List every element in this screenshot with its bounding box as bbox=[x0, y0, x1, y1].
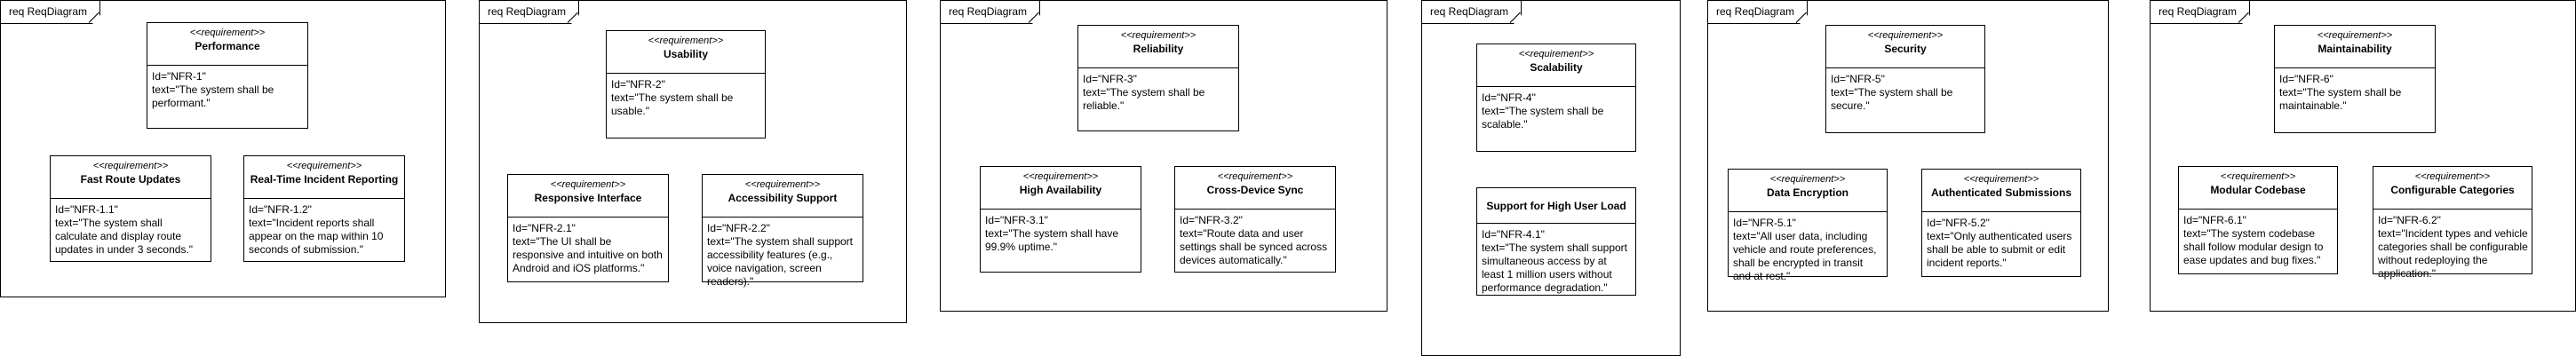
stereotype-label: <<requirement>> bbox=[2220, 171, 2296, 182]
requirement-id: Id="NFR-1" bbox=[152, 70, 206, 83]
requirement-name: Reliability bbox=[1133, 43, 1184, 55]
requirement-id: Id="NFR-2.2" bbox=[707, 222, 770, 234]
requirement-high-availability[interactable]: <<requirement>> High Availability Id="NFR… bbox=[980, 166, 1141, 273]
frame-tab: req ReqDiagram bbox=[1, 1, 100, 24]
requirement-id: Id="NFR-6" bbox=[2279, 73, 2334, 85]
requirement-id: Id="NFR-3" bbox=[1083, 73, 1137, 85]
requirement-name: Real-Time Incident Reporting bbox=[250, 173, 399, 186]
requirement-text: text="The system shall calculate and dis… bbox=[55, 217, 194, 256]
requirement-text: text="The system shall be secure." bbox=[1831, 86, 1956, 112]
frame-tab: req ReqDiagram bbox=[2151, 1, 2250, 24]
requirement-data-encryption[interactable]: <<requirement>>Data Encryption Id="NFR-5… bbox=[1728, 169, 1888, 282]
requirement-name: Security bbox=[1884, 43, 1927, 55]
stereotype-label: <<requirement>> bbox=[1120, 30, 1197, 41]
requirement-name: Performance bbox=[195, 40, 260, 52]
requirement-id: Id="NFR-6.2" bbox=[2378, 214, 2441, 226]
requirement-name: Usability bbox=[663, 48, 708, 60]
diagram-frame-maintainability: req ReqDiagram <<requirement>> Maintainab… bbox=[2150, 0, 2576, 312]
requirement-text: text="The UI shall be responsive and int… bbox=[513, 235, 665, 274]
requirement-text: text="Incident types and vehicle categor… bbox=[2378, 227, 2532, 280]
requirement-performance[interactable]: <<requirement>> Performance Id="NFR-1"tex… bbox=[147, 22, 308, 129]
requirement-text: text="Incident reports shall appear on t… bbox=[249, 217, 386, 256]
stereotype-label: <<requirement>> bbox=[92, 161, 169, 171]
requirement-name: Data Encryption bbox=[1766, 186, 1849, 199]
frame-tab: req ReqDiagram bbox=[480, 1, 579, 24]
stereotype-label: <<requirement>> bbox=[286, 161, 362, 171]
requirement-authenticated-submissions[interactable]: <<requirement>>Authenticated Submissions… bbox=[1921, 169, 2081, 277]
requirement-id: Id="NFR-2.1" bbox=[513, 222, 576, 234]
requirement-reliability[interactable]: <<requirement>> Reliability Id="NFR-3"tex… bbox=[1077, 25, 1239, 131]
requirement-name: Configurable Categories bbox=[2390, 184, 2515, 196]
diagram-frame-reliability: req ReqDiagram <<requirement>> Reliabilit… bbox=[940, 0, 1387, 312]
requirement-support-for-high-user-load[interactable]: Support for High User Load Id="NFR-4.1"t… bbox=[1476, 187, 1636, 296]
requirement-id: Id="NFR-1.2" bbox=[249, 203, 312, 216]
requirement-text: text="The system shall have 99.9% uptime… bbox=[985, 227, 1122, 253]
requirement-id: Id="NFR-5" bbox=[1831, 73, 1885, 85]
requirement-id: Id="NFR-3.1" bbox=[985, 214, 1048, 226]
requirement-id: Id="NFR-2" bbox=[611, 78, 665, 91]
frame-tab: req ReqDiagram bbox=[1422, 1, 1522, 24]
requirement-name: Support for High User Load bbox=[1486, 200, 1626, 212]
requirement-responsive-interface[interactable]: <<requirement>> Responsive Interface Id="… bbox=[507, 174, 669, 282]
diagram-frame-scalability: req ReqDiagram <<requirement>> Scalabilit… bbox=[1421, 0, 1681, 356]
requirement-name: Fast Route Updates bbox=[80, 173, 181, 186]
stereotype-label: <<requirement>> bbox=[648, 36, 724, 46]
requirement-text: text="The system shall be usable." bbox=[611, 91, 736, 117]
requirement-text: text="The system shall be scalable." bbox=[1482, 105, 1607, 131]
frame-tab: req ReqDiagram bbox=[1708, 1, 1808, 24]
stereotype-label: <<requirement>> bbox=[550, 179, 626, 190]
requirement-text: text="The system shall be maintainable." bbox=[2279, 86, 2405, 112]
requirement-name: Scalability bbox=[1530, 61, 1583, 74]
stereotype-label: <<requirement>> bbox=[1867, 30, 1944, 41]
requirement-accessibility-support[interactable]: <<requirement>> Accessibility Support Id=… bbox=[702, 174, 863, 288]
requirement-text: text="The system shall be performant." bbox=[152, 83, 277, 109]
requirement-name: Modular Codebase bbox=[2210, 184, 2306, 196]
requirement-text: text="The system shall support accessibi… bbox=[707, 235, 856, 288]
requirement-name: Accessibility Support bbox=[727, 192, 838, 204]
requirement-modular-codebase[interactable]: <<requirement>> Modular Codebase Id="NFR-… bbox=[2178, 166, 2338, 274]
requirement-text: text="Only authenticated users shall be … bbox=[1927, 230, 2075, 269]
requirement-text: text="Route data and user settings shall… bbox=[1180, 227, 1331, 266]
requirement-id: Id="NFR-4.1" bbox=[1482, 228, 1545, 241]
stereotype-label: <<requirement>> bbox=[1022, 171, 1099, 182]
stereotype-label: <<requirement>> bbox=[1769, 174, 1846, 185]
requirement-security[interactable]: <<requirement>> Security Id="NFR-5"text="… bbox=[1825, 25, 1985, 133]
requirement-configurable-categories[interactable]: <<requirement>> Configurable Categories I… bbox=[2373, 166, 2532, 280]
requirement-text: text="All user data, including vehicle a… bbox=[1733, 230, 1880, 282]
requirement-name: High Availability bbox=[1019, 184, 1102, 196]
requirement-fast-route-updates[interactable]: <<requirement>> Fast Route Updates Id="NF… bbox=[50, 155, 211, 262]
stereotype-label: <<requirement>> bbox=[2414, 171, 2491, 182]
requirement-id: Id="NFR-3.2" bbox=[1180, 214, 1243, 226]
diagram-frame-usability: req ReqDiagram <<requirement>> Usability … bbox=[479, 0, 907, 323]
diagram-frame-security: req ReqDiagram <<requirement>> Security I… bbox=[1707, 0, 2109, 312]
requirement-name: Authenticated Submissions bbox=[1930, 186, 2072, 199]
requirement-name: Responsive Interface bbox=[534, 192, 642, 204]
stereotype-label: <<requirement>> bbox=[1963, 174, 2039, 185]
requirement-usability[interactable]: <<requirement>> Usability Id="NFR-2"text=… bbox=[606, 30, 766, 138]
requirement-text: text="The system shall support simultane… bbox=[1482, 241, 1631, 294]
requirement-scalability[interactable]: <<requirement>> Scalability Id="NFR-4"tex… bbox=[1476, 44, 1636, 152]
frame-tab: req ReqDiagram bbox=[941, 1, 1040, 24]
requirement-id: Id="NFR-6.1" bbox=[2183, 214, 2246, 226]
requirement-id: Id="NFR-1.1" bbox=[55, 203, 118, 216]
stereotype-label: <<requirement>> bbox=[744, 179, 821, 190]
requirement-id: Id="NFR-5.1" bbox=[1733, 217, 1796, 229]
stereotype-label: <<requirement>> bbox=[1217, 171, 1293, 182]
stereotype-label: <<requirement>> bbox=[189, 28, 266, 38]
requirement-real-time-incident-reporting[interactable]: <<requirement>> Real-Time Incident Report… bbox=[243, 155, 405, 262]
requirement-id: Id="NFR-4" bbox=[1482, 91, 1536, 104]
requirement-id: Id="NFR-5.2" bbox=[1927, 217, 1990, 229]
requirement-name: Maintainability bbox=[2318, 43, 2392, 55]
stereotype-label: <<requirement>> bbox=[2317, 30, 2393, 41]
requirement-text: text="The system shall be reliable." bbox=[1083, 86, 1208, 112]
requirement-name: Cross-Device Sync bbox=[1206, 184, 1304, 196]
requirement-text: text="The system codebase shall follow m… bbox=[2183, 227, 2326, 266]
requirement-maintainability[interactable]: <<requirement>> Maintainability Id="NFR-6… bbox=[2274, 25, 2436, 133]
diagram-frame-performance: req ReqDiagram <<requirement>> Performanc… bbox=[0, 0, 446, 297]
stereotype-label: <<requirement>> bbox=[1518, 49, 1594, 59]
requirement-cross-device-sync[interactable]: <<requirement>> Cross-Device Sync Id="NFR… bbox=[1174, 166, 1336, 273]
